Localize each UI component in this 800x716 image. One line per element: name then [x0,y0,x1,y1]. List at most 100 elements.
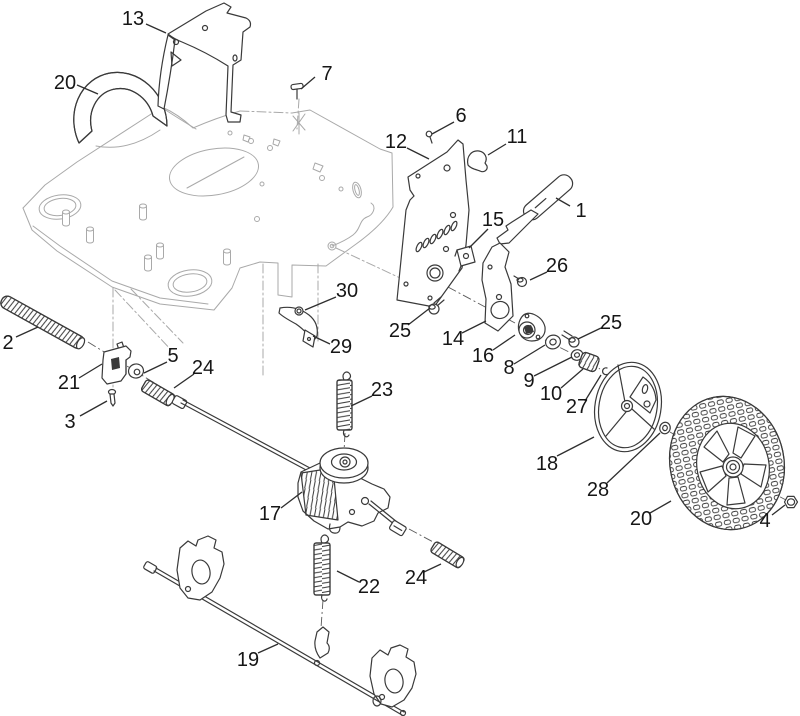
leader-line-13 [145,23,167,34]
part-callout-4: 4 [759,510,770,532]
leader-line-8 [513,344,546,365]
part-callout-19: 19 [237,649,259,671]
part-transmission-17 [297,447,407,537]
leader-line-16 [492,334,516,351]
part-spring-23 [336,371,353,438]
rod-bracket-left [176,535,225,601]
part-callout-14: 14 [442,328,464,350]
leader-line-15 [468,228,489,249]
leader-line-19 [257,643,279,654]
part-bolt-30 [294,306,304,316]
part-lever-1 [496,174,574,245]
deck-cable [331,202,375,247]
part-callout-30: 30 [336,280,358,302]
part-screw-3 [107,388,117,407]
leader-line-21 [78,363,103,379]
part-pin-7 [290,82,304,100]
leader-line-11 [487,143,507,156]
part-callout-26: 26 [546,255,568,277]
part-spring-24-left [140,379,176,407]
leader-line-29 [312,335,331,345]
part-callout-25: 25 [600,312,622,334]
leader-line-24 [423,563,442,573]
part-spring-22 [313,534,331,602]
part-callout-15: 15 [482,209,504,231]
part-bolt-26 [513,275,528,288]
leader-line-14 [461,320,487,334]
part-screw-6 [425,130,433,144]
part-callout-24: 24 [192,357,214,379]
part-bolt-25-left [428,296,445,315]
part-callout-6: 6 [455,105,466,127]
part-callout-28: 28 [587,479,609,501]
part-callout-13: 13 [122,8,144,30]
leader-line-5 [143,361,168,374]
part-callout-1: 1 [575,200,586,222]
part-callout-17: 17 [259,503,281,525]
leader-line-25 [577,327,602,340]
part-callout-25: 25 [389,320,411,342]
leader-line-25 [407,307,431,326]
part-callout-27: 27 [566,396,588,418]
part-gear-10 [578,351,600,373]
rod-spring-tab [314,626,330,659]
part-callout-29: 29 [330,336,352,358]
leader-line-9 [533,356,573,377]
part-callout-3: 3 [64,411,75,433]
leader-line-17 [280,491,303,509]
part-callout-20: 20 [54,72,76,94]
leader-line-30 [304,296,337,311]
part-callout-20: 20 [630,508,652,530]
part-clip-11 [467,150,488,173]
deck-studs [62,203,231,272]
leader-line-12 [406,147,430,160]
part-callout-16: 16 [472,345,494,367]
part-plate-12 [396,139,470,308]
part-clip-27 [602,367,608,376]
part-spacer-15 [454,245,476,272]
part-callout-10: 10 [540,383,562,405]
part-drive-shaft [171,395,311,472]
part-spring-2 [0,295,86,350]
part-callout-12: 12 [385,131,407,153]
leader-line-20 [76,84,99,95]
leader-line-4 [771,504,786,516]
part-bracket-14 [481,242,514,332]
leader-line-10 [560,368,584,389]
deck-handle-mount [292,112,306,135]
leader-line-20 [649,500,672,514]
part-bracket-21 [101,341,132,385]
leader-line-18 [556,436,595,457]
part-bracket-13 [157,2,252,123]
part-washer-8 [544,334,562,350]
leader-line-22 [336,570,360,583]
leader-line-26 [529,271,548,281]
part-callout-7: 7 [321,63,332,85]
part-callout-5: 5 [167,345,178,367]
part-wheel-rear-right [668,395,786,531]
part-axle-rod-19 [143,535,417,716]
leader-line-3 [79,400,108,417]
part-callout-21: 21 [58,372,80,394]
deck-blade-opening [169,147,259,197]
part-gear-disc-18 [593,361,663,453]
leader-line-7 [300,76,316,90]
leader-line-6 [431,121,455,135]
part-spring-24-right [430,541,465,569]
callout-layer: 1234567891011121314151617181920202122232… [2,8,786,671]
part-wheel-rear-left [73,71,168,144]
part-washer-5 [127,363,145,379]
part-callout-11: 11 [507,126,528,148]
part-callout-24: 24 [405,567,427,589]
part-callout-22: 22 [358,576,380,598]
part-washer-28 [659,421,671,435]
leader-line-23 [350,395,373,407]
leader-line-2 [15,326,39,338]
leader-line-24 [173,373,195,389]
rod-bracket-right [369,644,417,708]
part-callout-9: 9 [523,370,534,392]
part-callout-18: 18 [536,453,558,475]
part-bolt-25-right [561,330,580,348]
